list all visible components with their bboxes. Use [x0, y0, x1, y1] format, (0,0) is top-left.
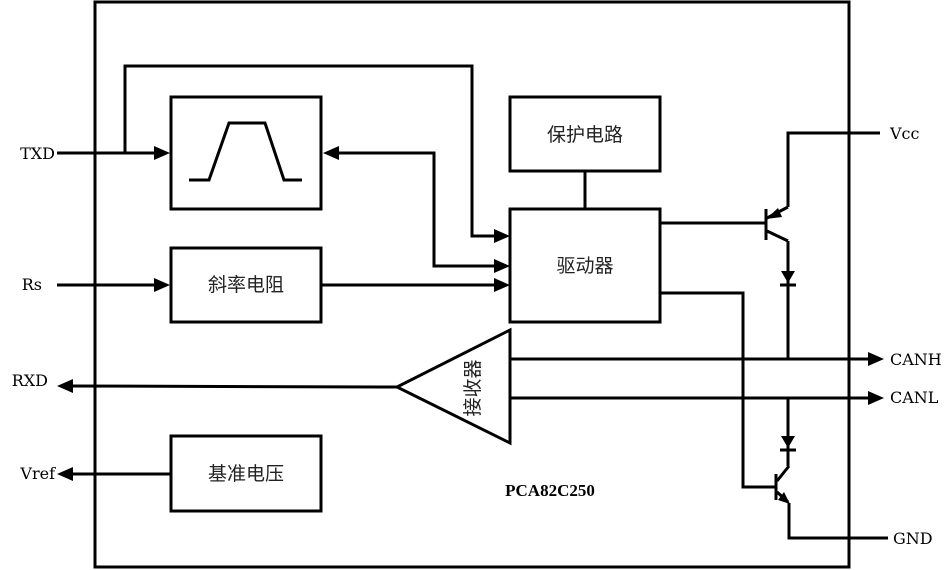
driver-filter-link	[323, 146, 510, 273]
reference-block	[169, 434, 323, 513]
arrow-icon	[766, 208, 782, 219]
pin-canl: CANL	[890, 388, 939, 407]
part-label: PCA82C250	[505, 481, 595, 500]
slope-resistor-block	[169, 246, 323, 324]
pin-rxd: RXD	[12, 371, 48, 390]
pin-rs: Rs	[22, 275, 42, 294]
rs-signal	[57, 278, 170, 292]
arrow-icon	[494, 229, 510, 243]
pin-canh: CANH	[890, 350, 942, 369]
receiver-amplifier	[393, 327, 512, 446]
driver-low-wire	[660, 291, 775, 489]
arrow-icon	[778, 492, 790, 504]
arrow-icon	[868, 352, 884, 366]
transistor-collector	[775, 465, 791, 482]
arrow-icon	[868, 391, 884, 405]
diode-icon	[781, 436, 795, 448]
transistor-collector	[766, 229, 789, 243]
pin-gnd: GND	[893, 529, 933, 548]
rxd-wire	[69, 384, 398, 389]
arrow-icon	[323, 146, 339, 160]
diode-icon	[781, 271, 795, 283]
driver-label: 驱动器	[556, 255, 613, 277]
slope-filter-block	[169, 95, 323, 211]
waveform-icon	[189, 121, 302, 182]
driver-block	[508, 207, 662, 324]
pin-vcc: Vcc	[889, 124, 920, 143]
arrow-icon	[494, 278, 510, 292]
arrow-icon	[494, 259, 510, 273]
receiver-label: 接收器	[462, 359, 484, 416]
vcc-wire	[786, 131, 880, 207]
driver-filter-wire	[334, 151, 498, 268]
arrow-icon	[57, 467, 73, 481]
high-side-transistor-icon	[660, 131, 880, 359]
slope-resistor-label: 斜率电阻	[208, 274, 284, 296]
arrow-icon	[154, 146, 170, 160]
txd-to-driver-wire	[123, 64, 498, 238]
gnd-wire	[787, 503, 888, 540]
low-side-transistor-icon	[660, 291, 888, 540]
pin-vref: Vref	[19, 464, 56, 483]
pin-txd: TXD	[20, 144, 55, 163]
txd-signal	[57, 64, 510, 243]
protection-label: 保护电路	[547, 124, 623, 146]
arrow-icon	[154, 278, 170, 292]
reference-label: 基准电压	[208, 463, 284, 485]
arrow-icon	[57, 379, 73, 393]
